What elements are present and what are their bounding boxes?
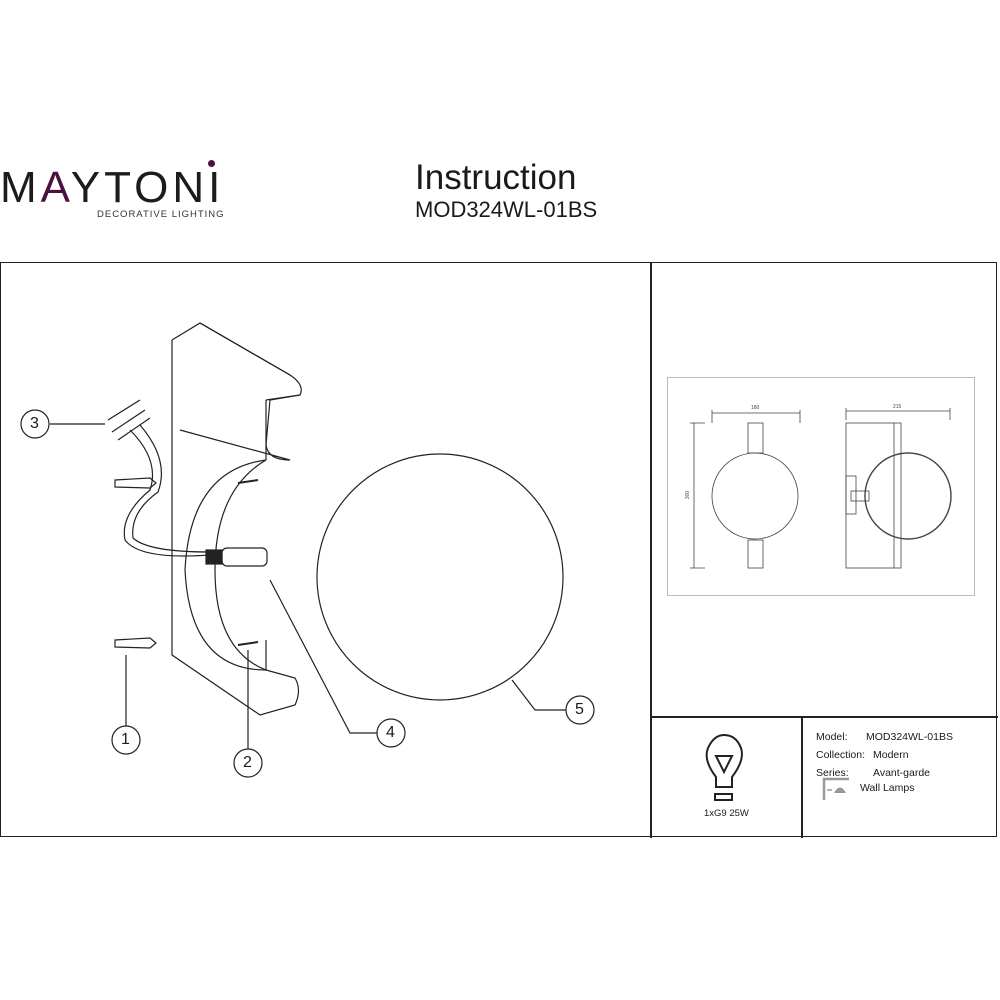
divider <box>650 262 652 838</box>
type-value: Wall Lamps <box>860 782 915 794</box>
page-title: Instruction <box>415 158 577 197</box>
series-label: Series: <box>816 767 849 779</box>
glass-globe <box>316 453 564 701</box>
callout-3: 3 <box>30 415 39 432</box>
g9-bulb <box>221 547 268 567</box>
dim-height: 300 <box>685 490 692 500</box>
wall-plug <box>114 637 157 649</box>
model-number: MOD324WL-01BS <box>415 197 598 222</box>
drawing-frame <box>0 262 997 837</box>
dim-width: 180 <box>751 405 760 411</box>
callout-5: 5 <box>575 701 584 718</box>
model-value: MOD324WL-01BS <box>866 731 953 743</box>
collection-label: Collection: <box>816 749 866 761</box>
brand-logo: MAYTONI <box>0 163 225 212</box>
series-value: Avant-garde <box>873 767 931 779</box>
terminal-block <box>107 399 151 441</box>
divider <box>650 716 998 718</box>
divider <box>801 716 803 838</box>
callout-2: 2 <box>243 754 252 771</box>
callout-4: 4 <box>386 724 395 741</box>
logo-dot <box>208 160 215 167</box>
bulb-spec: 1xG9 25W <box>704 808 749 819</box>
model-label: Model: <box>816 731 848 743</box>
dimension-drawing-box <box>667 377 975 596</box>
screw <box>237 479 259 484</box>
screw <box>237 641 259 646</box>
callout-1: 1 <box>121 731 130 748</box>
wall-plug <box>114 477 157 489</box>
dim-depth: 215 <box>893 404 902 410</box>
collection-value: Modern <box>873 749 909 761</box>
brand-tagline: DECORATIVE LIGHTING <box>97 209 225 220</box>
